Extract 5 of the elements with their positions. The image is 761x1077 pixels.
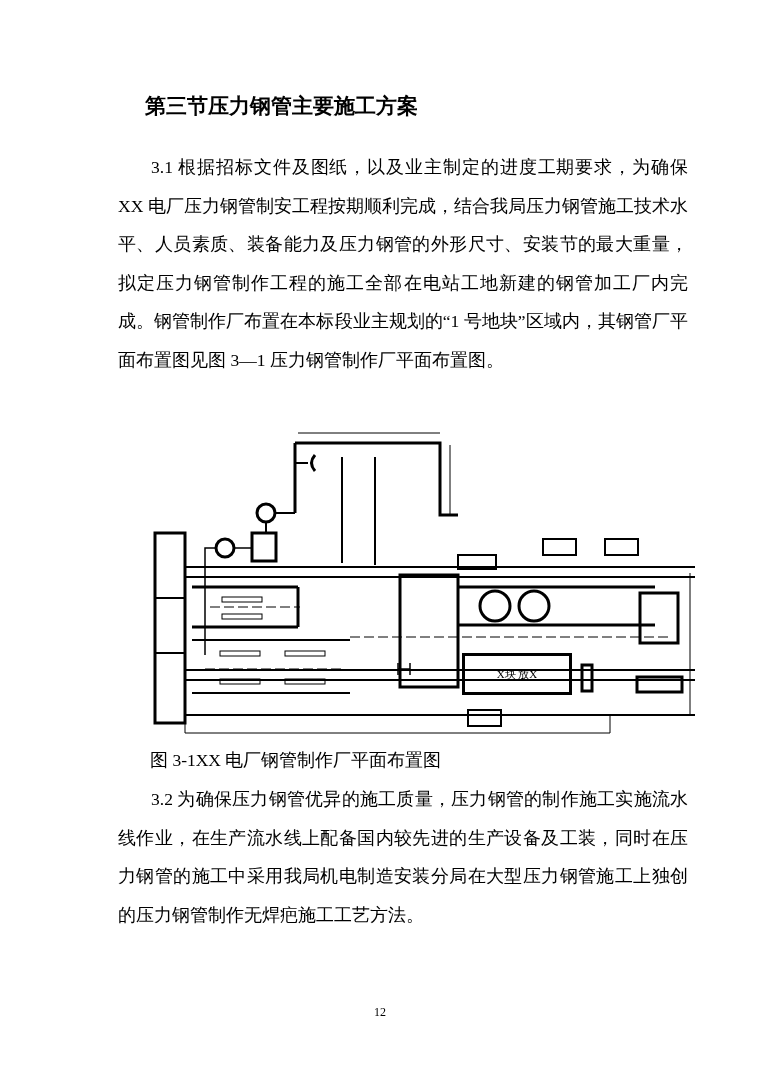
body-paragraph: 3.1 根据招标文件及图纸，以及业主制定的进度工期要求，为确保XX 电厂压力钢管制安工程按期顺利完成，结合我局压力钢管施工技术水平、人员素质、装备能力及压力钢管的外形尺寸、安装节的最大重量，拟定压力钢管制作工程的施工全部在电站工地新建的钢管加工厂内完成。钢管制作厂布置在本标段业主规划的“1 号地块”区域内，其钢管厂平面布置图见图 3—1 压力钢管制作厂平面布置图。 bbox=[118, 156, 688, 372]
body-paragraph: 3.2 为确保压力钢管优异的施工质量，压力钢管的制作施工实施流水线作业，在生产流水线上配备国内较先进的生产设备及工装，同时在压力钢管的施工中采用我局机电制造安装分局在大型压力钢管施工上独创的压力钢管制作无焊疤施工工艺方法。 bbox=[118, 788, 688, 927]
page-number: 12 bbox=[374, 1005, 386, 1020]
section-heading: 第三节压力钢管主要施工方案 bbox=[145, 93, 418, 120]
figure-caption: 图 3-1XX 电厂钢管制作厂平面布置图 bbox=[150, 749, 442, 772]
